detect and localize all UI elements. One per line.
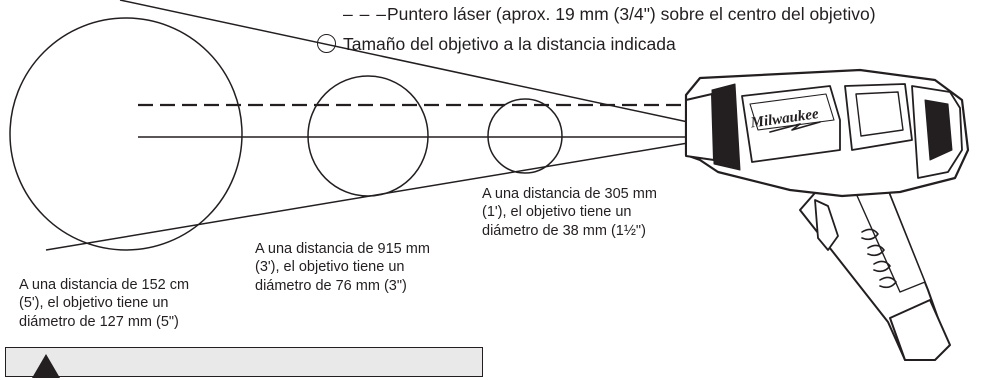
caption-mid-target: A una distancia de 915 mm (3'), el objet… — [255, 240, 430, 295]
caption-far-target: A una distancia de 152 cm (5'), el objet… — [19, 276, 189, 331]
target-circle-near — [487, 98, 563, 174]
caption-line: A una distancia de 915 mm — [255, 241, 430, 257]
target-circle-mid — [307, 75, 429, 197]
logo-plate — [749, 93, 835, 131]
legend-dash-symbol: – – – — [343, 4, 387, 24]
lightning-icon — [769, 121, 821, 133]
infrared-thermometer-illustration — [684, 68, 970, 361]
caption-line: A una distancia de 305 mm — [482, 186, 657, 202]
warning-triangle-icon — [32, 354, 60, 378]
grip-ridges — [861, 228, 897, 289]
warning-box — [5, 347, 483, 378]
target-size-diagram: Milwaukee — [9, 0, 970, 361]
legend-laser-entry: – – –Puntero láser (aprox. 19 mm (3/4") … — [343, 4, 876, 24]
caption-line: diámetro de 76 mm (3") — [255, 277, 407, 294]
target-circle-far — [9, 17, 243, 251]
label-panel — [741, 85, 841, 163]
battery-pack — [889, 299, 951, 361]
caption-line: diámetro de 127 mm (5") — [19, 313, 179, 330]
caption-near-target: A una distancia de 305 mm (1'), el objet… — [482, 185, 657, 240]
legend-laser-text: Puntero láser (aprox. 19 mm (3/4") sobre… — [386, 4, 876, 24]
caption-line: diámetro de 38 mm (1½") — [482, 222, 646, 239]
caption-line: (1'), el objetivo tiene un — [482, 204, 632, 221]
sensor-nose — [685, 93, 715, 161]
caption-line: (3'), el objetivo tiene un — [255, 259, 405, 276]
legend-target-text: Tamaño del objetivo a la distancia indic… — [343, 34, 676, 54]
front-bumper — [711, 83, 741, 171]
rear-buttons — [924, 99, 953, 161]
trigger — [814, 199, 839, 251]
caption-line: A una distancia de 152 cm — [19, 277, 190, 293]
legend-circle-icon — [317, 34, 336, 53]
caption-line: (5'), el objetivo tiene un — [19, 295, 169, 312]
display-screen — [855, 91, 904, 137]
cone-upper-line — [119, 0, 689, 123]
